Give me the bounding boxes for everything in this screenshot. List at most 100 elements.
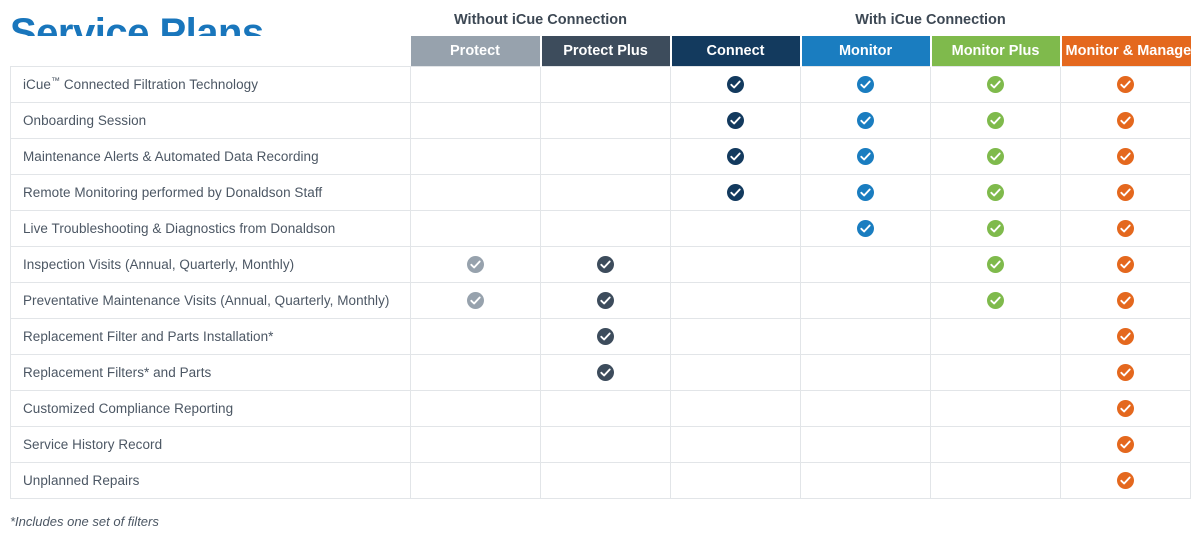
cell-monitor-manage — [1060, 282, 1192, 319]
check-circle-icon — [987, 75, 1005, 93]
check-circle-icon — [987, 255, 1005, 273]
check-circle-icon — [727, 111, 745, 129]
column-header-connect[interactable]: Connect — [670, 36, 802, 67]
check-circle-icon — [1117, 399, 1135, 417]
cell-protect-plus — [540, 354, 672, 391]
cell-protect-plus — [540, 102, 672, 139]
cell-monitor-manage — [1060, 390, 1192, 427]
check-circle-icon — [467, 255, 484, 273]
cell-monitor-manage — [1060, 210, 1192, 247]
check-circle-icon — [1117, 471, 1135, 489]
cell-monitor-plus — [930, 174, 1062, 211]
cell-connect — [670, 66, 802, 103]
table-row: Unplanned Repairs — [10, 462, 1192, 499]
cell-monitor — [800, 462, 932, 499]
feature-label: Service History Record — [10, 426, 411, 463]
cell-monitor-manage — [1060, 462, 1192, 499]
cell-monitor-plus — [930, 210, 1062, 247]
cell-protect — [410, 282, 541, 319]
cell-monitor-plus — [930, 138, 1062, 175]
cell-monitor — [800, 174, 932, 211]
feature-label: iCue™ Connected Filtration Technology — [10, 66, 411, 103]
cell-monitor-plus — [930, 462, 1062, 499]
check-circle-icon — [597, 255, 614, 273]
column-header-monitor-plus[interactable]: Monitor Plus — [930, 36, 1062, 67]
check-circle-icon — [857, 219, 875, 237]
check-circle-icon — [857, 75, 875, 93]
cell-monitor-manage — [1060, 246, 1192, 283]
check-circle-icon — [597, 291, 614, 309]
check-circle-icon — [987, 183, 1005, 201]
cell-connect — [670, 390, 802, 427]
cell-monitor-plus — [930, 66, 1062, 103]
cell-connect — [670, 246, 802, 283]
cell-monitor-plus — [930, 318, 1062, 355]
column-header-protect[interactable]: Protect — [410, 36, 542, 67]
check-circle-icon — [987, 291, 1005, 309]
feature-label: Maintenance Alerts & Automated Data Reco… — [10, 138, 411, 175]
cell-monitor — [800, 102, 932, 139]
cell-monitor-manage — [1060, 66, 1192, 103]
feature-column-header — [10, 36, 411, 67]
column-header-monitor[interactable]: Monitor — [800, 36, 932, 67]
check-circle-icon — [1117, 435, 1135, 453]
check-circle-icon — [1117, 219, 1135, 237]
trademark-symbol: ™ — [50, 75, 61, 86]
cell-protect-plus — [540, 318, 672, 355]
column-header-monitor-manage[interactable]: Monitor & Manage — [1060, 36, 1191, 67]
check-circle-icon — [987, 111, 1005, 129]
cell-monitor-manage — [1060, 426, 1192, 463]
table-row: Live Troubleshooting & Diagnostics from … — [10, 210, 1192, 247]
cell-protect — [410, 426, 541, 463]
cell-connect — [670, 102, 802, 139]
check-circle-icon — [727, 183, 745, 201]
check-circle-icon — [1117, 291, 1135, 309]
check-circle-icon — [727, 147, 745, 165]
cell-connect — [670, 138, 802, 175]
cell-monitor-plus — [930, 354, 1062, 391]
check-circle-icon — [1117, 255, 1135, 273]
feature-label: Unplanned Repairs — [10, 462, 411, 499]
cell-monitor-plus — [930, 246, 1062, 283]
cell-protect — [410, 318, 541, 355]
cell-monitor-plus — [930, 282, 1062, 319]
check-circle-icon — [857, 183, 875, 201]
check-circle-icon — [987, 147, 1005, 165]
cell-connect — [670, 318, 802, 355]
cell-monitor-manage — [1060, 354, 1192, 391]
table-row: Preventative Maintenance Visits (Annual,… — [10, 282, 1192, 319]
table-row: Inspection Visits (Annual, Quarterly, Mo… — [10, 246, 1192, 283]
cell-monitor — [800, 210, 932, 247]
column-header-protect-plus[interactable]: Protect Plus — [540, 36, 672, 67]
table-row: Service History Record — [10, 426, 1192, 463]
cell-protect-plus — [540, 66, 672, 103]
cell-protect — [410, 174, 541, 211]
cell-connect — [670, 210, 802, 247]
check-circle-icon — [1117, 363, 1135, 381]
group-header-without-icue-connection: Without iCue Connection — [453, 12, 628, 28]
table-row: Replacement Filters* and Parts — [10, 354, 1192, 391]
cell-connect — [670, 426, 802, 463]
check-circle-icon — [727, 75, 745, 93]
cell-protect-plus — [540, 390, 672, 427]
cell-protect — [410, 390, 541, 427]
cell-protect-plus — [540, 282, 672, 319]
group-header-spacer — [11, 4, 411, 36]
check-circle-icon — [1117, 111, 1135, 129]
cell-connect — [670, 462, 802, 499]
cell-monitor-plus — [930, 102, 1062, 139]
cell-protect — [410, 462, 541, 499]
cell-monitor — [800, 66, 932, 103]
check-circle-icon — [1117, 183, 1135, 201]
cell-monitor-manage — [1060, 138, 1192, 175]
cell-monitor — [800, 426, 932, 463]
check-circle-icon — [1117, 75, 1135, 93]
cell-protect — [410, 210, 541, 247]
check-circle-icon — [1117, 327, 1135, 345]
footnote: *Includes one set of filters — [10, 514, 159, 529]
cell-protect — [410, 66, 541, 103]
